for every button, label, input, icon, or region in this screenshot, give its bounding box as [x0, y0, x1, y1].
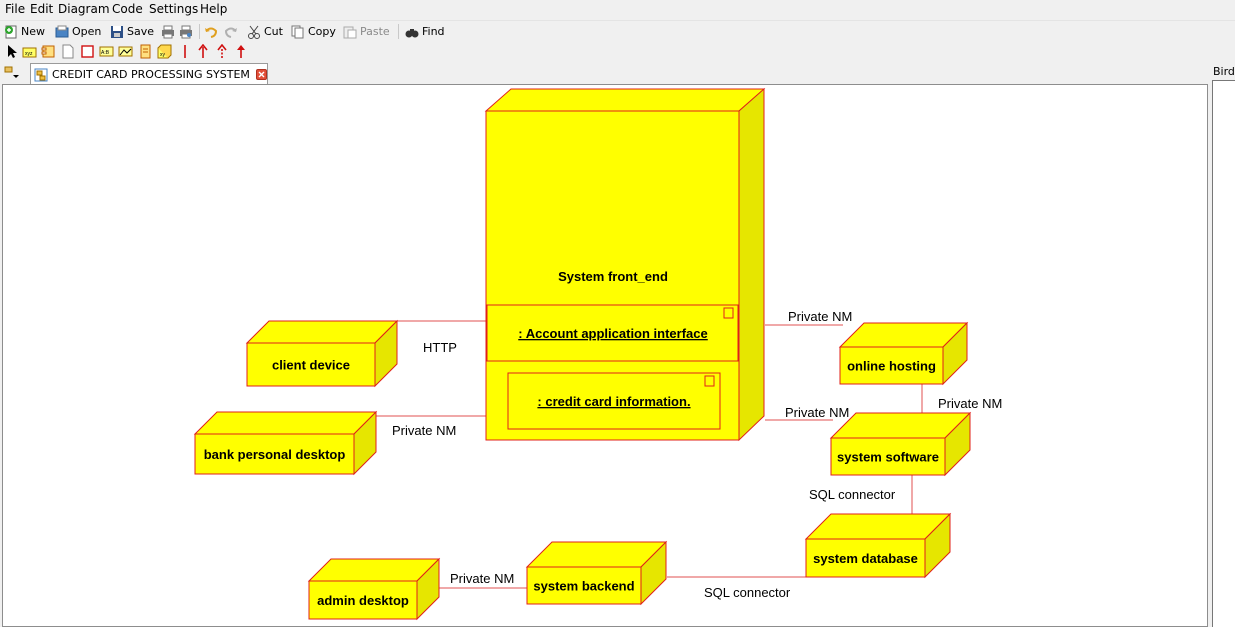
toolbar-separator — [398, 24, 399, 39]
menu-code[interactable]: Code — [112, 2, 143, 16]
component-credit-card-info[interactable]: : credit card information. — [507, 372, 721, 430]
node-online-hosting-label: online hosting — [847, 359, 936, 374]
node-system-software[interactable]: system software — [829, 411, 972, 477]
arrow-up-tool-icon[interactable] — [196, 44, 211, 59]
paste-icon — [343, 25, 357, 39]
tab-list-dropdown-icon[interactable] — [4, 66, 20, 80]
scissors-icon — [247, 25, 261, 39]
link-label-private-bank: Private NM — [392, 423, 456, 438]
node-admin-desktop[interactable]: admin desktop — [307, 557, 441, 621]
menu-diagram[interactable]: Diagram — [58, 2, 110, 16]
node-client-device-label: client device — [272, 358, 350, 373]
svg-text:xyz: xyz — [25, 51, 33, 57]
link-label-private-admin: Private NM — [450, 571, 514, 586]
image-tool-icon[interactable] — [118, 44, 133, 59]
cut-button[interactable]: Cut — [247, 23, 283, 40]
node-system-backend-label: system backend — [533, 579, 634, 594]
copy-button[interactable]: Copy — [291, 23, 336, 40]
component-account-interface[interactable]: : Account application interface — [486, 304, 739, 362]
menu-settings[interactable]: Settings — [149, 2, 199, 16]
link-label-sql-backend-db: SQL connector — [704, 585, 791, 600]
birds-eye-view-canvas[interactable] — [1212, 80, 1235, 627]
birds-eye-view-title: Bird' — [1213, 65, 1235, 78]
diagram-canvas[interactable]: System front_end : Account application i… — [2, 84, 1208, 627]
node-online-hosting[interactable]: online hosting — [838, 321, 969, 386]
copy-icon — [291, 25, 305, 39]
node-admin-desktop-label: admin desktop — [317, 593, 409, 608]
undo-icon — [204, 25, 218, 39]
svg-text:xy: xy — [160, 52, 166, 58]
menu-help[interactable]: Help — [200, 2, 228, 16]
link-label-http: HTTP — [423, 340, 457, 355]
print-preview-icon — [179, 25, 193, 39]
node-tool-icon[interactable]: xyz — [22, 44, 37, 59]
node-label-frontend: System front_end — [558, 269, 668, 284]
menu-bar: File Edit Diagram Code Settings Help — [0, 0, 1235, 20]
redo-button[interactable] — [224, 23, 241, 40]
new-button[interactable]: New — [4, 23, 45, 40]
print-button[interactable] — [161, 23, 178, 40]
open-button[interactable]: Open — [55, 23, 101, 40]
note-tool-icon[interactable] — [60, 44, 75, 59]
link-label-private-hosting-software: Private NM — [938, 396, 1002, 411]
paste-button[interactable]: Paste — [343, 23, 390, 40]
node-system-database-label: system database — [813, 551, 918, 566]
node-system-backend[interactable]: system backend — [525, 540, 668, 606]
link-label-private-hosting: Private NM — [788, 309, 852, 324]
diagram-palette: xyz A:B xy — [0, 42, 1235, 62]
box-tool-icon[interactable] — [80, 44, 95, 59]
menu-edit[interactable]: Edit — [30, 2, 54, 16]
component-icon — [704, 375, 715, 387]
open-folder-icon — [55, 25, 69, 39]
node-client-device[interactable]: client device — [245, 319, 399, 388]
link-label-private-software: Private NM — [785, 405, 849, 420]
save-disk-icon — [110, 25, 124, 39]
find-button[interactable]: Find — [405, 23, 445, 40]
redo-icon — [224, 25, 238, 39]
dashed-arrow-tool-icon[interactable] — [215, 44, 230, 59]
component-tool-icon[interactable] — [41, 44, 56, 59]
new-file-icon — [4, 25, 18, 39]
binoculars-icon — [405, 25, 419, 39]
diagram-icon — [34, 68, 48, 81]
artifact-tool-icon[interactable] — [138, 44, 153, 59]
link-label-sql-software-db: SQL connector — [809, 487, 896, 502]
component-label-credit-card-info: : credit card information. — [537, 394, 690, 409]
close-tab-icon[interactable] — [255, 69, 267, 80]
main-toolbar: New Open Save Cut — [0, 20, 1235, 43]
node-system-database[interactable]: system database — [804, 512, 952, 579]
node-bank-desktop-label: bank personal desktop — [204, 447, 346, 462]
ab-tool-icon[interactable]: A:B — [99, 44, 114, 59]
print-preview-button[interactable] — [179, 23, 196, 40]
toolbar-separator — [199, 24, 200, 39]
node-system-software-label: system software — [837, 450, 939, 465]
tab-credit-card-processing-system[interactable]: CREDIT CARD PROCESSING SYSTEM — [30, 63, 268, 85]
save-button[interactable]: Save — [110, 23, 154, 40]
tab-title: CREDIT CARD PROCESSING SYSTEM — [52, 68, 250, 81]
menu-file[interactable]: File — [5, 2, 26, 16]
component-icon — [723, 307, 734, 319]
svg-text:A:B: A:B — [101, 50, 110, 56]
line-tool-icon[interactable] — [178, 44, 193, 59]
printer-icon — [161, 25, 175, 39]
undo-button[interactable] — [204, 23, 221, 40]
device-tool-icon[interactable]: xy — [157, 44, 172, 59]
select-pointer-icon[interactable] — [5, 44, 20, 59]
component-label-account-interface: : Account application interface — [518, 326, 708, 341]
tab-strip: CREDIT CARD PROCESSING SYSTEM — [0, 62, 1235, 85]
birds-eye-view-panel: Bird' — [1210, 62, 1235, 627]
node-bank-desktop[interactable]: bank personal desktop — [193, 410, 378, 476]
filled-arrow-tool-icon[interactable] — [234, 44, 249, 59]
